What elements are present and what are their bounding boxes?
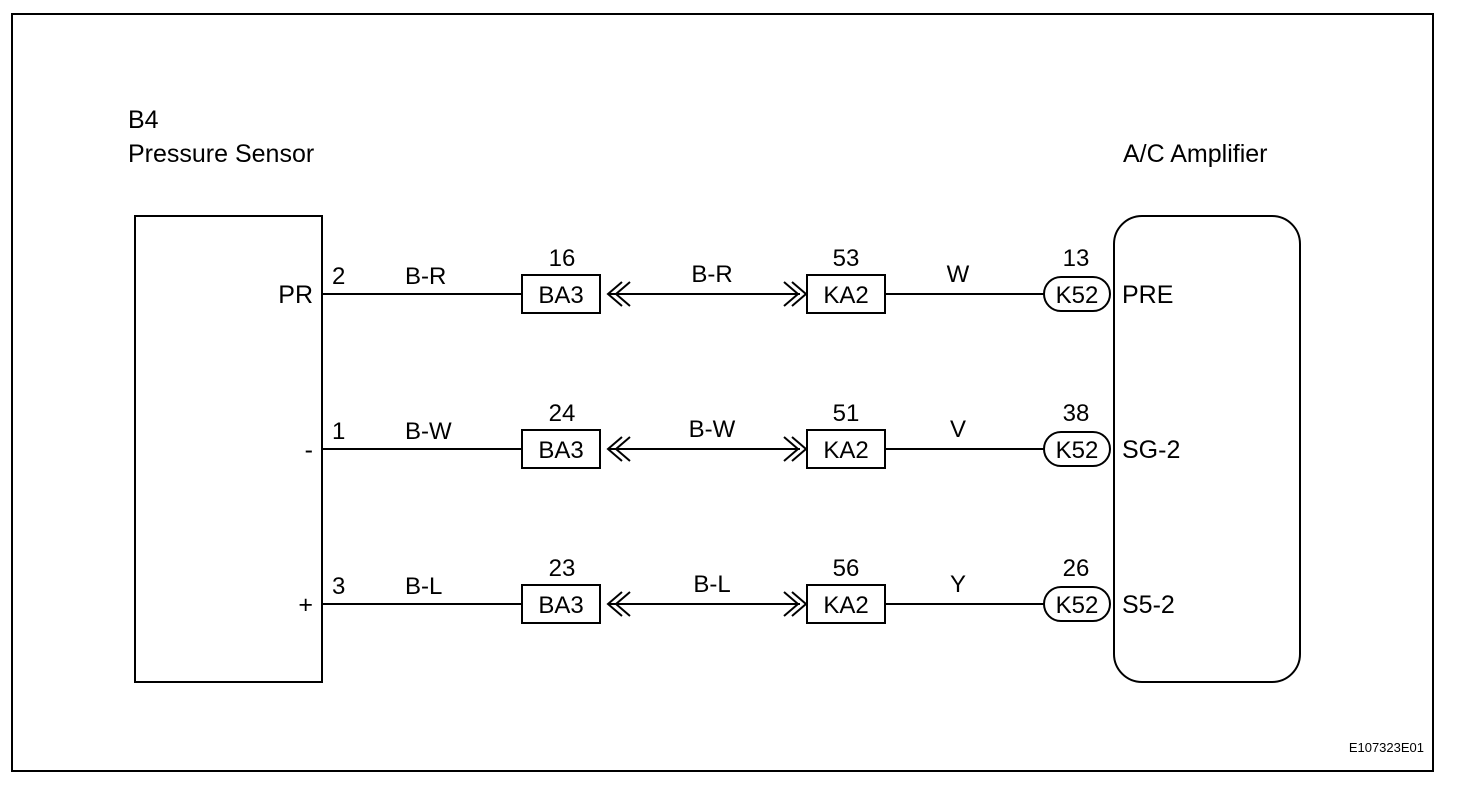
- connector-pin-number: 24: [549, 400, 576, 427]
- connector-pin-number: 23: [549, 555, 576, 582]
- connector-pin-number: 56: [833, 555, 860, 582]
- amplifier-pin-number: 26: [1063, 555, 1090, 582]
- connector-box-ba3: [521, 274, 601, 314]
- wire-color-label: B-W: [689, 416, 736, 443]
- wire-color-label: W: [947, 261, 970, 288]
- connector-name: BA3: [538, 592, 583, 619]
- wire-color-label: B-R: [405, 263, 446, 290]
- connector-name: KA2: [823, 282, 868, 309]
- amplifier-terminal-label: SG-2: [1122, 436, 1180, 464]
- sensor-terminal-label: PR: [278, 281, 313, 309]
- sensor-terminal-label: -: [305, 436, 313, 464]
- wire-color-label: B-L: [693, 571, 730, 598]
- connector-name: KA2: [823, 592, 868, 619]
- connector-box-ba3: [521, 584, 601, 624]
- figure-code: E107323E01: [1349, 740, 1424, 755]
- connector-pin-number: 16: [549, 245, 576, 272]
- connector-pin-number: 51: [833, 400, 860, 427]
- amplifier-name: A/C Amplifier: [1123, 140, 1267, 168]
- amplifier-connector-oval: [1043, 431, 1111, 467]
- diagram-frame: [11, 13, 1434, 772]
- sensor-pin-number: 3: [332, 573, 345, 600]
- chevron-icon: [783, 591, 800, 617]
- connector-name: BA3: [538, 437, 583, 464]
- amplifier-connector-oval: [1043, 586, 1111, 622]
- wire-color-label: B-R: [691, 261, 732, 288]
- pressure-sensor-box: [134, 215, 323, 683]
- connector-pin-number: 53: [833, 245, 860, 272]
- amplifier-connector-name: K52: [1056, 282, 1099, 309]
- wire-color-label: B-L: [405, 573, 442, 600]
- connector-box-ka2: [806, 584, 886, 624]
- amplifier-pin-number: 13: [1063, 245, 1090, 272]
- sensor-pin-number: 1: [332, 418, 345, 445]
- connector-box-ba3: [521, 429, 601, 469]
- amplifier-connector-oval: [1043, 276, 1111, 312]
- amplifier-connector-name: K52: [1056, 592, 1099, 619]
- sensor-name: Pressure Sensor: [128, 140, 314, 168]
- chevron-icon: [783, 436, 800, 462]
- amplifier-pin-number: 38: [1063, 400, 1090, 427]
- sensor-pin-number: 2: [332, 263, 345, 290]
- wire-color-label: Y: [950, 571, 966, 598]
- wire-color-label: V: [950, 416, 966, 443]
- chevron-icon: [783, 281, 800, 307]
- wire-color-label: B-W: [405, 418, 452, 445]
- amplifier-terminal-label: S5-2: [1122, 591, 1175, 619]
- connector-box-ka2: [806, 274, 886, 314]
- ac-amplifier-box: [1113, 215, 1301, 683]
- sensor-code: B4: [128, 106, 159, 134]
- connector-name: BA3: [538, 282, 583, 309]
- amplifier-connector-name: K52: [1056, 437, 1099, 464]
- amplifier-terminal-label: PRE: [1122, 281, 1173, 309]
- connector-name: KA2: [823, 437, 868, 464]
- sensor-terminal-label: +: [298, 591, 313, 619]
